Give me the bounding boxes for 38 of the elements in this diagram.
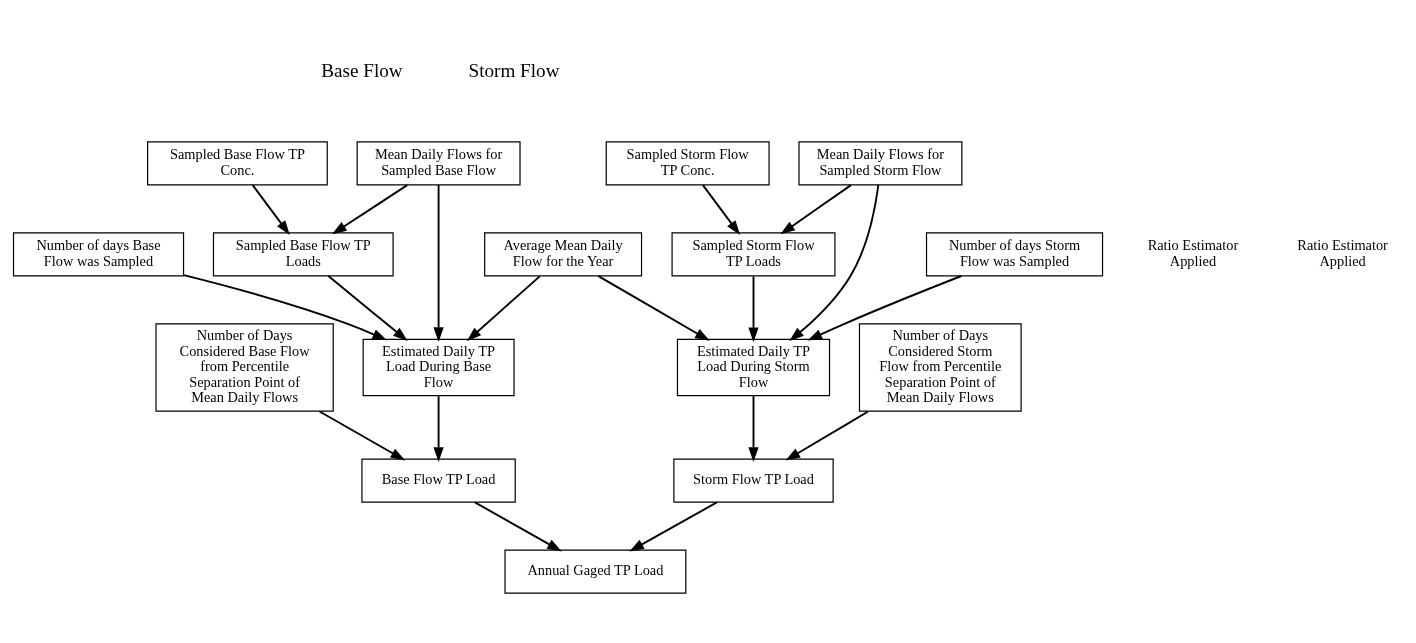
arrow <box>251 183 290 235</box>
node-box: Number of days Storm Flow was Sampled <box>925 231 1104 276</box>
node-box: Number of Days Considered Base Flow from Percentile Separation Point of Mean Daily Flows <box>155 322 334 412</box>
arrow <box>433 183 444 342</box>
arrow <box>701 183 741 235</box>
arrow <box>327 274 408 341</box>
arrow <box>807 274 963 340</box>
arrow <box>466 274 541 341</box>
node-box: Number of days Base Flow was Sampled <box>12 231 185 276</box>
arrow <box>474 500 562 551</box>
arrow <box>785 410 870 460</box>
arrow <box>780 183 852 234</box>
label: Ratio Estimator Applied <box>1297 236 1388 269</box>
arrow <box>182 273 388 340</box>
node-box: Annual Gaged TP Load <box>504 549 687 594</box>
arrow <box>318 410 406 460</box>
node-box: Number of Days Considered Storm Flow from Percentile Separation Point of Mean Daily Flows <box>858 322 1022 412</box>
node-box: Sampled Storm Flow TP Conc. <box>605 140 770 185</box>
node-box: Sampled Base Flow TP Loads <box>212 231 394 276</box>
node-box: Estimated Daily TP Load During Base Flow <box>362 338 515 396</box>
arrow <box>789 183 880 341</box>
label: Ratio Estimator Applied <box>1147 236 1239 269</box>
arrow <box>748 274 759 342</box>
arrow <box>597 274 710 341</box>
node-box: Mean Daily Flows for Sampled Base Flow <box>356 140 521 185</box>
node-box: Sampled Base Flow TP Conc. <box>147 140 328 185</box>
node-box: Mean Daily Flows for Sampled Storm Flow <box>798 140 963 185</box>
node-box: Base Flow TP Load <box>361 458 516 503</box>
arrow <box>433 394 444 462</box>
node-box: Sampled Storm Flow TP Loads <box>671 231 836 276</box>
arrow <box>332 183 409 234</box>
arrow <box>748 394 759 462</box>
node-box: Storm Flow TP Load <box>673 458 834 503</box>
label: Base Flow <box>321 59 403 81</box>
node-box: Estimated Daily TP Load During Storm Flow <box>676 338 831 396</box>
node-box: Average Mean Daily Flow for the Year <box>484 231 643 276</box>
arrow <box>629 500 718 551</box>
label: Storm Flow <box>468 59 560 81</box>
